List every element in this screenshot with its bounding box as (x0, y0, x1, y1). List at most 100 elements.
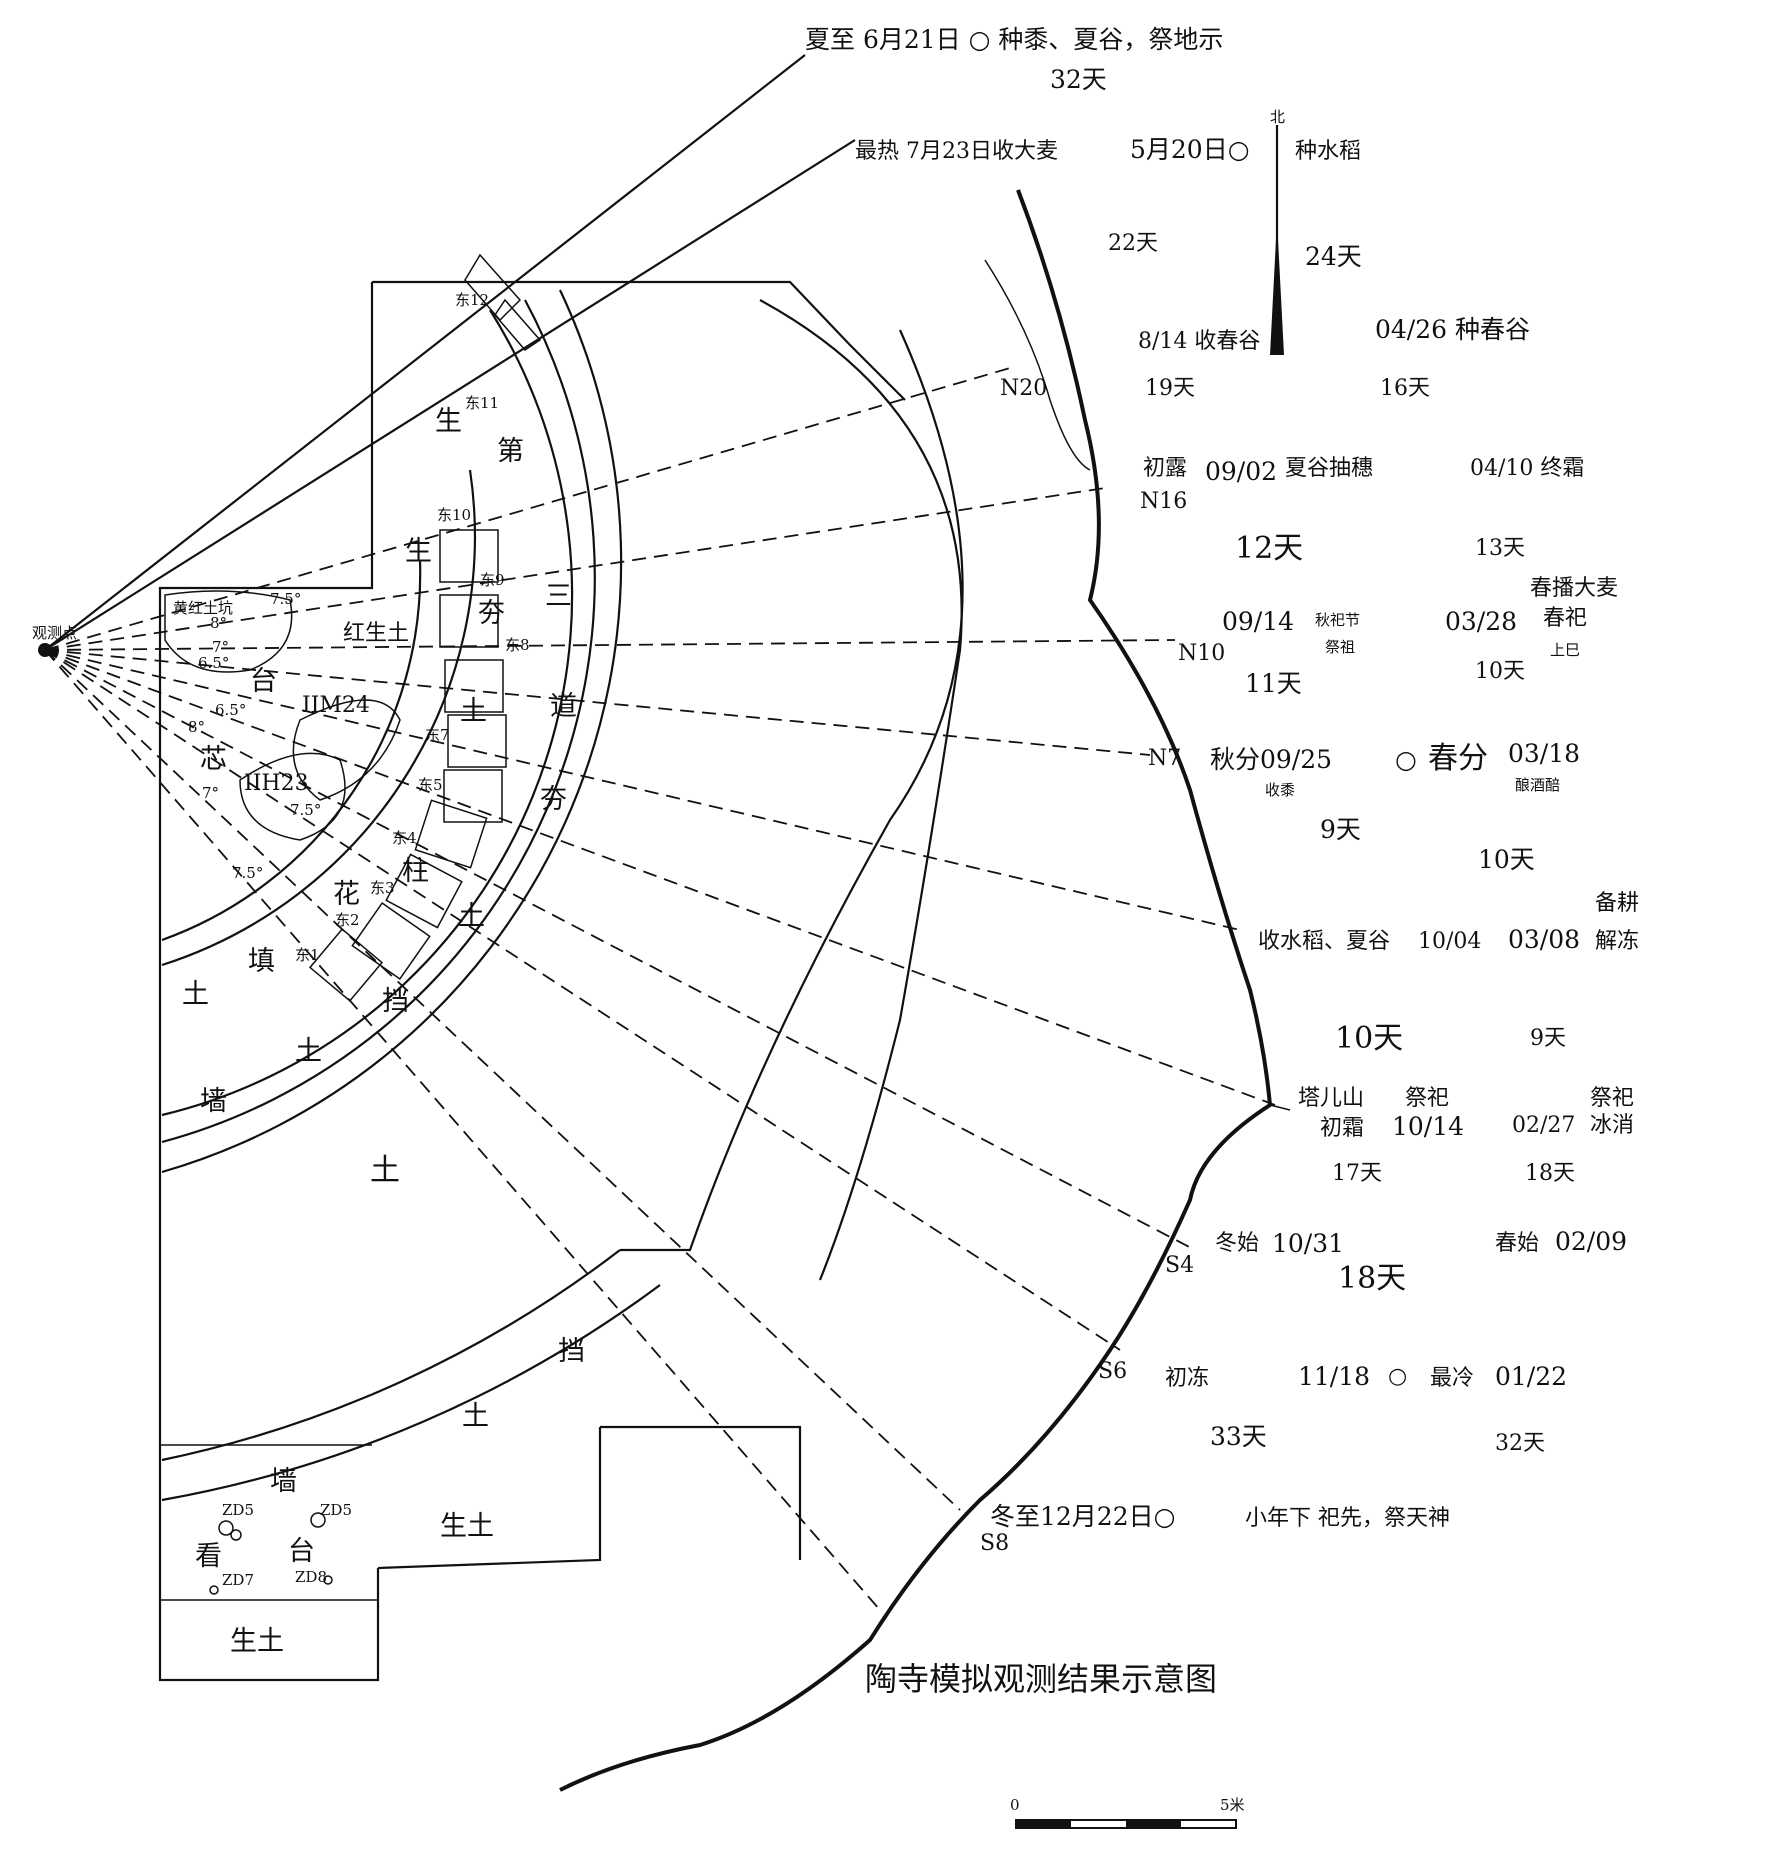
north-arrow: 北 (1270, 108, 1285, 355)
site-qiang2: 墙 (270, 1466, 297, 1497)
may20-task: 种水稻 (1295, 139, 1361, 164)
days-18a: 18天 (1525, 1161, 1575, 1186)
jisi2-label: 祭祀 (1590, 1086, 1634, 1111)
days-12: 12天 (1235, 531, 1303, 566)
site-tu1: 土 (460, 696, 487, 727)
chushuang-label: 初霜 (1320, 1116, 1364, 1141)
dong7-label: 东7 (425, 726, 450, 744)
site-tu3: 土 (182, 979, 209, 1010)
site-dang1: 挡 (382, 986, 409, 1017)
pit-outlines (164, 590, 401, 841)
mar28-label: 03/28 (1445, 607, 1517, 636)
dong8-label: 东8 (505, 636, 530, 654)
site-kua: 夯 (478, 598, 505, 629)
days-17: 17天 (1332, 1161, 1382, 1186)
site-shengtu1: 生土 (440, 1511, 494, 1542)
days-10b: 10天 (1478, 845, 1535, 874)
diagram-caption: 陶寺模拟观测结果示意图 (865, 1660, 1217, 1698)
beigeng-label: 备耕 (1595, 891, 1639, 916)
angle-75c: 7.5° (232, 864, 263, 882)
site-dang2: 挡 (558, 1336, 585, 1367)
days-10c: 10天 (1335, 1021, 1403, 1056)
days-13: 13天 (1475, 536, 1525, 561)
site-tai: 台 (250, 666, 277, 697)
angle-8a: 8° (210, 614, 227, 632)
feb09-label: 02/09 (1555, 1227, 1627, 1256)
chunbo-label: 春播大麦 (1530, 576, 1618, 601)
site-di: 第 (497, 436, 524, 467)
bingxiao-label: 冰消 (1590, 1113, 1634, 1138)
mar08-label: 03/08 (1508, 925, 1580, 954)
chudong-label: 初冻 (1165, 1366, 1209, 1391)
site-hongshengtu: 红生土 (343, 621, 409, 646)
niangjiu-label: 酿酒醅 (1515, 776, 1560, 794)
days-33: 33天 (1210, 1422, 1267, 1451)
autumn-equinox-label: 秋分09/25 (1210, 745, 1332, 774)
site-tu4: 土 (295, 1036, 322, 1067)
site-tu2: 土 (458, 901, 485, 932)
s6-label: S6 (1098, 1359, 1127, 1384)
sight-lines (38, 54, 1276, 1611)
days-24: 24天 (1305, 242, 1362, 271)
shoushu-label: 收黍 (1265, 781, 1295, 799)
angle-8b: 8° (188, 718, 205, 736)
site-boundary (158, 280, 906, 1682)
mountain-ridge (559, 189, 1291, 1792)
donggu-label: 冬始 (1215, 1231, 1259, 1256)
spring-equinox-mark: ○ (1395, 745, 1417, 774)
angle-65b: 6.5° (215, 701, 246, 719)
angle-75b: 7.5° (290, 801, 321, 819)
site-sheng2: 生 (405, 536, 432, 567)
dong2-label: 东2 (335, 911, 360, 929)
dong10-label: 东10 (437, 506, 471, 524)
sep14-label: 09/14 (1222, 607, 1294, 636)
chulu-label: 初露 (1143, 456, 1187, 481)
aug14-label: 8/14 收春谷 (1138, 329, 1260, 354)
s8-label: S8 (980, 1531, 1009, 1556)
site-hua: 花 (333, 879, 360, 910)
sep02-task: 夏谷抽穗 (1285, 456, 1373, 481)
mar18-label: 03/18 (1508, 739, 1580, 768)
scale-bar-end: 5米 (1220, 1796, 1245, 1814)
taershan-label: 塔儿山 (1298, 1086, 1364, 1111)
oct04-label: 10/04 (1418, 929, 1481, 954)
oct31-label: 10/31 (1272, 1229, 1344, 1258)
jizu-label: 祭祖 (1325, 638, 1355, 656)
shoushuidao-label: 收水稻、夏谷 (1258, 929, 1390, 954)
site-iih23: IIH23 (244, 771, 309, 796)
jan22-label: 01/22 (1495, 1362, 1567, 1391)
sep02-label: 09/02 (1205, 457, 1277, 486)
rammed-earth-walls (161, 253, 964, 1502)
chungu-label: 春始 (1495, 1231, 1539, 1256)
site-tu5: 土 (462, 1401, 489, 1432)
site-honghuangtu: 黄红土坑 (173, 599, 233, 617)
angle-7a: 7° (212, 638, 229, 656)
zd8-marker (323, 1575, 333, 1585)
nov18-label: 11/18 (1298, 1362, 1370, 1391)
site-zd8: ZD8 (295, 1568, 327, 1586)
angle-65a: 6.5° (198, 654, 229, 672)
days-11: 11天 (1245, 669, 1302, 698)
site-san: 三 (545, 581, 572, 612)
n7-label: N7 (1148, 746, 1181, 771)
days-9b: 9天 (1530, 1026, 1566, 1051)
site-qi: 夯 (540, 784, 567, 815)
site-kan: 看 (195, 1541, 222, 1572)
n20-label: N20 (1000, 376, 1047, 401)
scale-bar: 0 5米 (1010, 1796, 1245, 1829)
hottest-day-label: 最热 7月23日收大麦 (855, 139, 1058, 164)
winter-solstice-task: 小年下 祀先，祭天神 (1245, 1506, 1450, 1531)
site-sheng1: 生 (435, 406, 462, 437)
dong4-label: 东4 (392, 829, 417, 847)
dong9-label: 东9 (480, 571, 505, 589)
feb27-label: 02/27 (1512, 1113, 1575, 1138)
n10-label: N10 (1178, 641, 1225, 666)
days-10a: 10天 (1475, 659, 1525, 684)
days-32b: 32天 (1495, 1431, 1545, 1456)
site-zhu: 柱 (402, 856, 429, 887)
north-label: 北 (1270, 108, 1285, 126)
summer-gap-days: 32天 (1050, 65, 1107, 94)
site-dao: 道 (550, 691, 577, 722)
